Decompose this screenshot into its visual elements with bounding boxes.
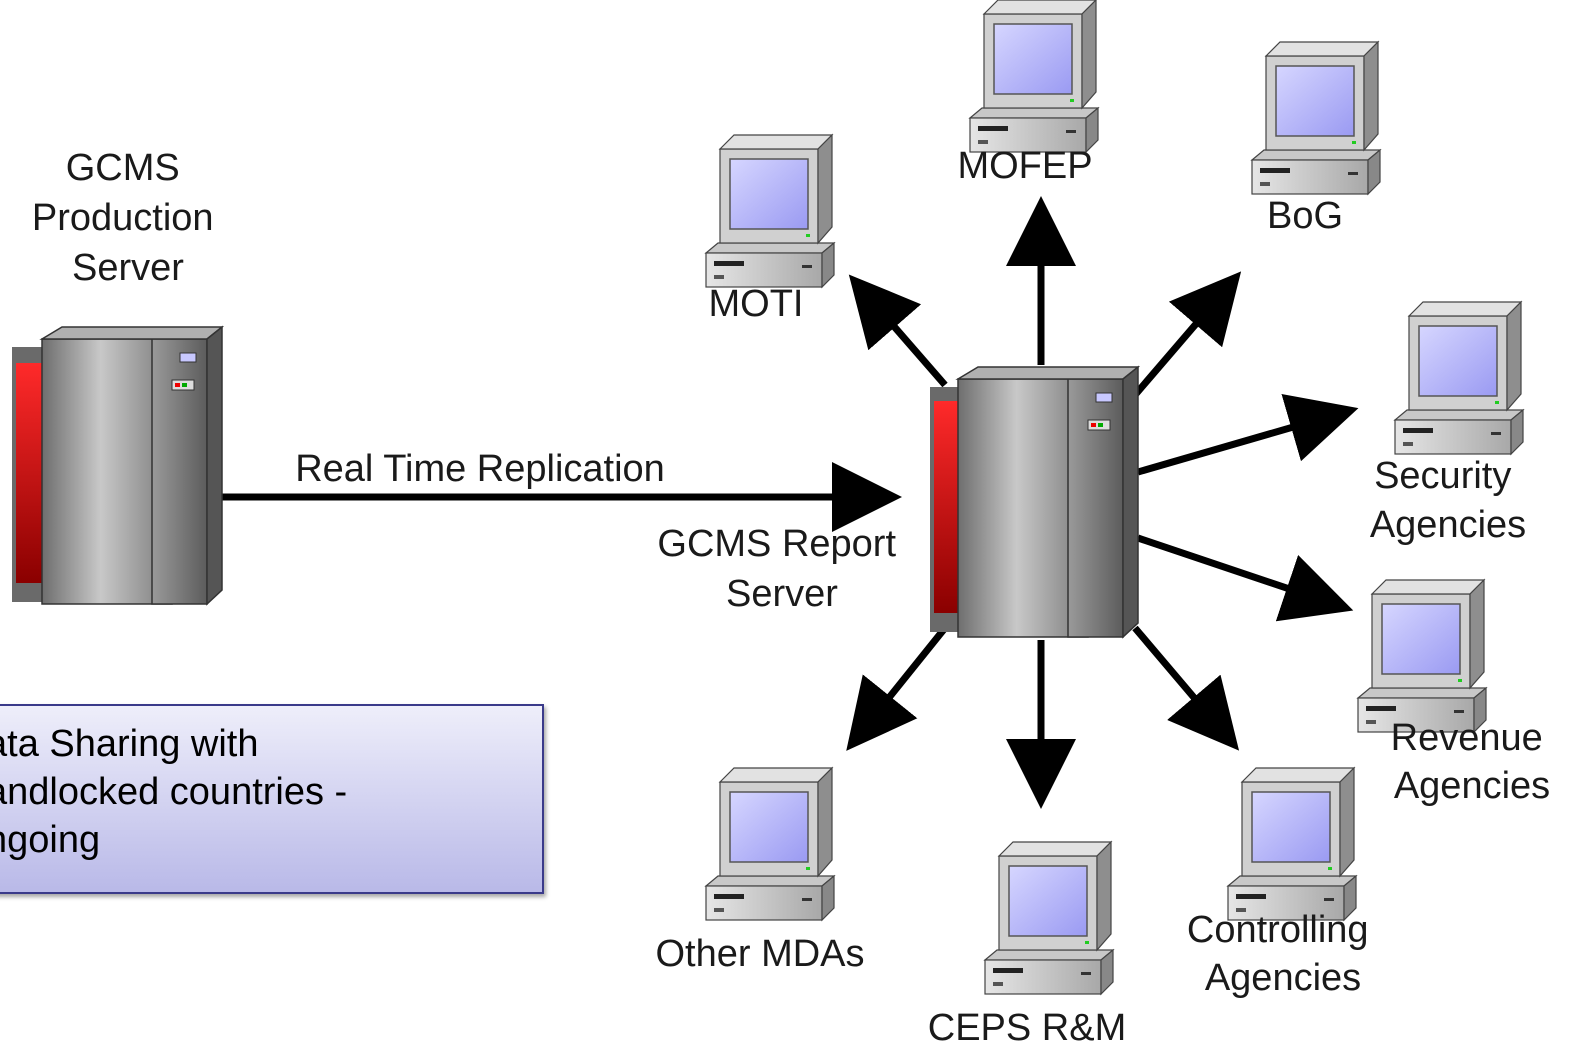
production-server-label-line: Production xyxy=(32,197,214,239)
note-text: ata Sharing with andlocked countries - n… xyxy=(0,720,526,864)
client-label-security: Security Agencies xyxy=(1370,455,1526,546)
production-server-label-line: Server xyxy=(72,247,184,289)
note-line: ngoing xyxy=(0,819,101,861)
security-computer-icon xyxy=(1394,301,1524,455)
note-line: andlocked countries - xyxy=(0,771,348,813)
ceps-computer-icon xyxy=(984,841,1114,995)
mofep-computer-icon xyxy=(969,0,1099,153)
client-label-revenue: Revenue Agencies xyxy=(1391,717,1554,807)
arrow-to-controlling xyxy=(1132,625,1240,751)
report-server-icon xyxy=(930,365,1141,639)
controlling-computer-icon xyxy=(1227,767,1357,921)
client-label-line: Agencies xyxy=(1370,504,1526,546)
client-label-moti: MOTI xyxy=(709,283,804,325)
arrow-to-bog xyxy=(1132,271,1242,398)
client-label-line: Revenue xyxy=(1391,717,1543,759)
report-server-label-line: Server xyxy=(726,573,838,615)
client-label-line: Controlling xyxy=(1187,909,1369,951)
report-server-label-line: GCMS Report xyxy=(657,523,896,565)
replication-label: Real Time Replication xyxy=(295,448,665,490)
production-server-icon xyxy=(12,325,225,606)
arrow-to-moti xyxy=(848,274,948,388)
moti-computer-icon xyxy=(705,134,835,288)
note-line: ata Sharing with xyxy=(0,723,259,765)
arrows-group xyxy=(222,196,1359,809)
client-label-line: Agencies xyxy=(1205,957,1361,999)
client-label-mofep: MOFEP xyxy=(957,145,1092,187)
other-computer-icon xyxy=(705,767,835,921)
client-label-bog: BoG xyxy=(1267,195,1343,237)
revenue-computer-icon xyxy=(1357,579,1487,733)
client-label-line: Agencies xyxy=(1394,765,1550,807)
client-label-controlling: Controlling Agencies xyxy=(1187,909,1379,999)
client-label-other: Other MDAs xyxy=(655,933,864,975)
production-server-label: GCMS Production Server xyxy=(32,147,224,289)
arrow-to-security xyxy=(1137,393,1359,476)
report-server-label: GCMS Report Server xyxy=(657,523,906,615)
bog-computer-icon xyxy=(1251,41,1381,195)
production-server-label-line: GCMS xyxy=(66,147,180,189)
arrow-to-other xyxy=(846,625,948,751)
arrow-to-revenue xyxy=(1136,534,1354,622)
client-label-line: Security xyxy=(1374,455,1511,497)
client-label-ceps: CEPS R&M xyxy=(928,1007,1126,1049)
note-box xyxy=(0,704,544,894)
